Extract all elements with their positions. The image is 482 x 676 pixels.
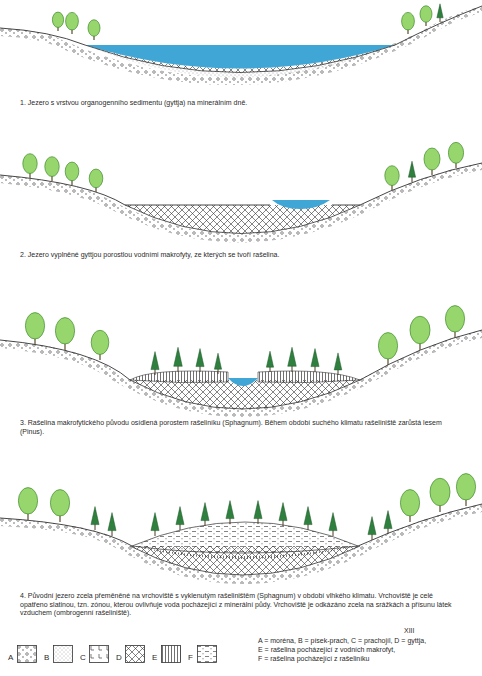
pine-tree (334, 353, 342, 370)
deciduous-tree (25, 313, 44, 339)
deciduous-tree (445, 306, 464, 332)
swatch-pattern (197, 645, 217, 663)
legend-swatch (161, 645, 181, 663)
pine-tree (266, 351, 273, 367)
legend-explanation: F = rašelina pocházející z rašeliníku (258, 655, 480, 664)
deciduous-tree (420, 6, 432, 23)
swatch-fill (162, 646, 181, 663)
swatch-ground (126, 646, 145, 663)
deciduous-tree (55, 318, 74, 344)
deciduous-tree (50, 490, 69, 516)
pine-tree (201, 503, 209, 521)
deciduous-tree (402, 12, 415, 30)
swatch-fill (90, 646, 109, 663)
swatch-pattern (89, 645, 109, 663)
pine-tree (151, 513, 159, 531)
swatch-ground (90, 646, 109, 663)
note-text: XIII (404, 627, 444, 636)
deciduous-tree (430, 478, 450, 506)
deciduous-tree (448, 142, 463, 163)
swatch-ground (198, 646, 217, 663)
swatch-ground (18, 646, 37, 663)
pine-tree (151, 352, 159, 370)
pine-tree (279, 503, 287, 521)
legend-letter: C (80, 654, 86, 663)
swatch-ground (54, 646, 73, 663)
pine-tree (304, 507, 312, 525)
legend-explanation: A = moréna, B = písek-prach, C = prachoj… (258, 637, 480, 646)
pine-tree (254, 501, 262, 519)
swatch-pattern (53, 645, 73, 663)
pine-tree (368, 517, 376, 535)
swatch-fill (18, 646, 37, 663)
tree-group (18, 4, 475, 540)
pine-tree (91, 507, 99, 525)
deciduous-tree (91, 330, 109, 354)
legend-explanation: E = rašelina pocházející z vodních makro… (258, 646, 480, 655)
deciduous-tree (456, 474, 475, 500)
swatch-pattern (125, 645, 145, 663)
swatch-fill (126, 646, 145, 663)
caption-text: 4. Původní jezero zcela přeměněné na vrc… (20, 592, 452, 618)
deciduous-tree (400, 490, 419, 516)
swatch-fill (198, 646, 217, 663)
legend-swatch (89, 645, 109, 663)
pine-tree (437, 4, 443, 18)
legend-letter: B (44, 654, 49, 663)
pine-tree (176, 507, 184, 525)
legend-letter: D (116, 654, 122, 663)
caption-text: 2. Jezero vyplněné gyttjou porostlou vod… (20, 251, 460, 260)
pine-tree (196, 349, 204, 367)
pine-tree (288, 347, 297, 366)
deciduous-tree (89, 169, 103, 188)
deciduous-tree (410, 316, 430, 344)
pine-tree (311, 349, 319, 367)
deciduous-tree (45, 157, 59, 177)
swatch-ground (162, 646, 181, 663)
legend-letter: A (8, 654, 13, 663)
panel-one (0, 6, 482, 85)
legend-letter: E (152, 654, 157, 663)
deciduous-tree (385, 166, 399, 186)
pine-tree (384, 511, 392, 529)
deciduous-tree (52, 12, 63, 27)
pine-tree (108, 513, 116, 531)
pine-tree (226, 501, 234, 519)
deciduous-tree (65, 162, 79, 181)
pine-tree (174, 347, 183, 366)
pine-tree (329, 513, 337, 531)
deciduous-tree (23, 154, 37, 174)
swatch-pattern (161, 645, 181, 663)
legend-swatch (17, 645, 37, 663)
legend-swatch (53, 645, 73, 663)
pine-tree (408, 161, 415, 177)
deciduous-tree (378, 333, 397, 359)
deciduous-tree (18, 488, 37, 514)
legend-letter: F (188, 654, 193, 663)
swatch-pattern (17, 645, 37, 663)
caption-text: 3. Rašelina makrofytického původu osídle… (20, 419, 460, 436)
legend-swatch (125, 645, 145, 663)
deciduous-tree (88, 20, 100, 37)
caption-text: 1. Jezero s vrstvou organogenního sedime… (20, 99, 460, 108)
panel-three (0, 330, 482, 417)
legend-swatch (197, 645, 217, 663)
pine-tree (214, 353, 221, 369)
deciduous-tree (424, 148, 440, 170)
deciduous-tree (66, 12, 79, 30)
swatch-fill (54, 646, 73, 663)
